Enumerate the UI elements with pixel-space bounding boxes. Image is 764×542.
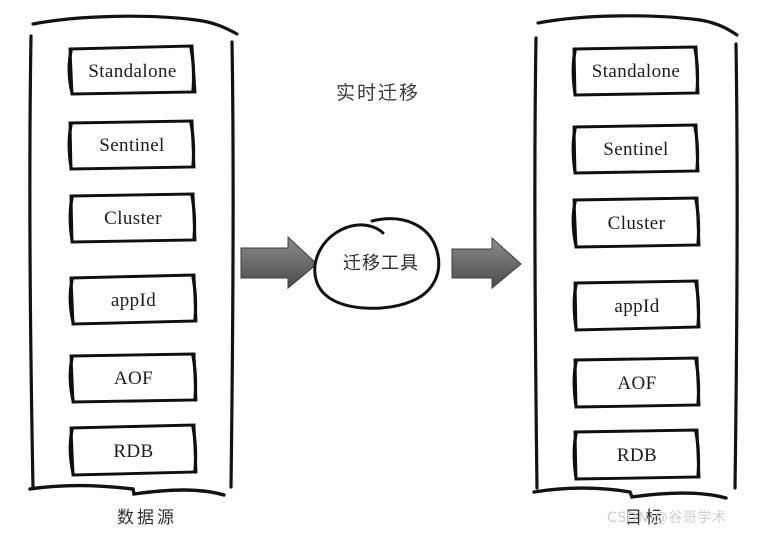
- target-box-1-accent: [571, 47, 700, 96]
- source-box-4-outline[interactable]: [69, 273, 198, 326]
- target-box-4-outline[interactable]: [573, 279, 701, 332]
- cloud-outline: [313, 217, 441, 310]
- target-container-left-edge: [533, 36, 539, 490]
- target-box-2-outline[interactable]: [572, 123, 700, 175]
- target-box-6-accent: [572, 430, 701, 480]
- source-node-boxes: [67, 44, 198, 477]
- page-title: 实时迁移: [335, 82, 420, 104]
- target-node-boxes: [571, 45, 701, 481]
- target-box-3-outline[interactable]: [572, 196, 701, 249]
- migration-tool-cloud[interactable]: [313, 217, 441, 310]
- source-box-1-accent: [67, 46, 196, 95]
- source-container-left-edge: [28, 34, 35, 490]
- target-container-bottom-edge: [532, 486, 728, 500]
- target-box-6-outline[interactable]: [573, 428, 701, 481]
- target-box-5-accent: [572, 358, 701, 408]
- target-box-2-accent: [571, 125, 700, 174]
- target-container: [532, 14, 739, 500]
- migration-arrows: [240, 235, 522, 290]
- target-box-3-accent: [571, 198, 701, 248]
- target-box-4-accent: [572, 281, 701, 330]
- source-box-3-outline[interactable]: [69, 192, 197, 244]
- right-arrow-icon[interactable]: [451, 236, 522, 290]
- source-container: [28, 14, 239, 497]
- source-box-2-outline[interactable]: [68, 119, 196, 171]
- source-box-6-accent: [68, 425, 198, 475]
- left-arrow-icon[interactable]: [240, 235, 318, 290]
- source-box-1-outline[interactable]: [68, 44, 197, 96]
- source-box-5-outline[interactable]: [69, 352, 198, 404]
- target-box-5-outline[interactable]: [573, 356, 701, 409]
- source-container-bottom-edge: [28, 483, 226, 497]
- source-box-6-outline[interactable]: [69, 423, 198, 477]
- target-caption: 目标: [625, 508, 665, 528]
- source-box-3-accent: [68, 194, 197, 242]
- target-container-top-edge: [536, 14, 739, 37]
- target-box-1-outline[interactable]: [572, 45, 700, 97]
- source-container-top-edge: [31, 14, 239, 36]
- source-container-right-edge: [229, 40, 235, 489]
- migration-tool-label: 迁移工具: [343, 253, 419, 274]
- source-box-4-accent: [68, 275, 198, 324]
- source-box-5-accent: [68, 354, 198, 402]
- source-caption: 数据源: [117, 508, 177, 528]
- target-container-right-edge: [733, 42, 739, 490]
- source-box-2-accent: [67, 121, 196, 169]
